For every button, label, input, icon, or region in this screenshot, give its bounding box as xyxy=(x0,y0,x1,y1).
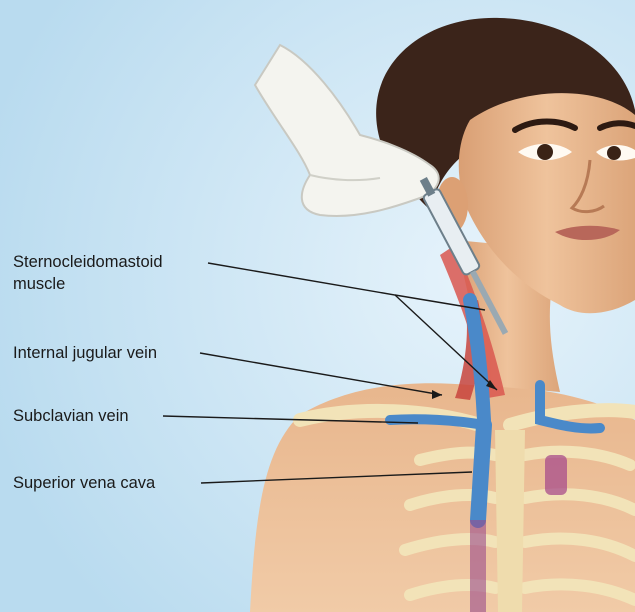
superior-vena-cava xyxy=(478,425,484,520)
right-pupil xyxy=(607,146,621,160)
label-sternocleidomastoid-line1: Sternocleidomastoid xyxy=(13,252,163,273)
label-sternocleidomastoid-line2: muscle xyxy=(13,274,65,295)
left-pupil xyxy=(537,144,553,160)
label-superior-vena-cava: Superior vena cava xyxy=(13,473,155,494)
vessel-right xyxy=(545,455,567,495)
label-subclavian-vein: Subclavian vein xyxy=(13,406,129,427)
label-internal-jugular-vein: Internal jugular vein xyxy=(13,343,157,364)
sternum xyxy=(495,430,525,612)
